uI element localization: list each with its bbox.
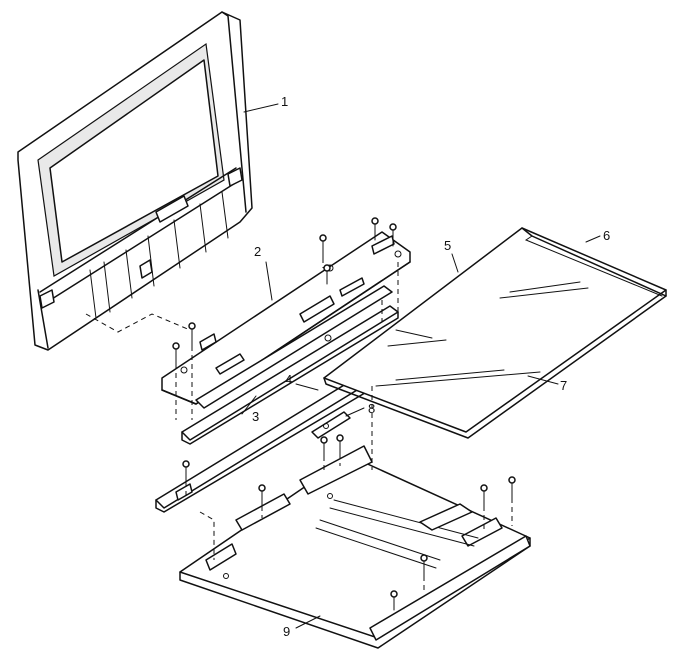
part-2-upper-plate [161, 231, 411, 405]
callout-3: 3 [252, 409, 259, 424]
callout-4: 4 [285, 372, 292, 387]
callout-numbers: 1 2 3 4 5 6 7 8 9 [252, 94, 610, 639]
callout-6: 6 [603, 228, 610, 243]
alignment-lines [85, 258, 513, 590]
screw [389, 223, 397, 247]
callout-7: 7 [560, 378, 567, 393]
part-1-front-frame [17, 11, 253, 351]
screw [480, 484, 488, 507]
screw [508, 476, 516, 499]
leader-lines [241, 103, 601, 629]
callout-8: 8 [368, 401, 375, 416]
screw [320, 436, 328, 457]
screw [188, 322, 196, 347]
screw [172, 342, 180, 365]
callout-9: 9 [283, 624, 290, 639]
screws [172, 217, 516, 611]
callout-2: 2 [254, 244, 261, 259]
callout-1: 1 [281, 94, 288, 109]
screw [258, 484, 266, 507]
callout-5: 5 [444, 238, 451, 253]
screw [390, 590, 398, 611]
part-8-clip [311, 411, 351, 439]
screw [319, 234, 327, 259]
screw [323, 264, 331, 285]
screw [371, 217, 379, 241]
screw [336, 434, 344, 455]
screw [420, 554, 428, 577]
part-5-6-glass-panel [323, 227, 667, 439]
part-9-base-plate [179, 445, 531, 649]
screw [182, 460, 190, 483]
part-4-inner-rail [195, 285, 393, 409]
